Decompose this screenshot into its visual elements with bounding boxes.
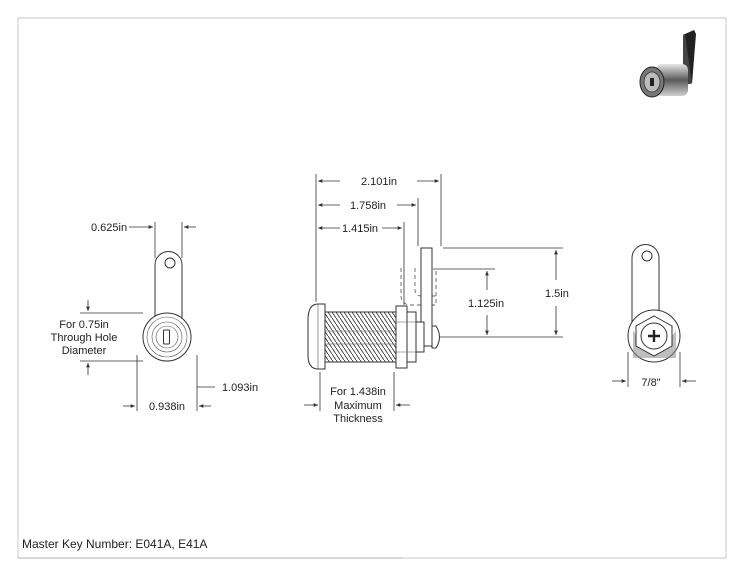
dim-thickness-note-line3: Thickness (333, 413, 383, 425)
front-view-dims (80, 222, 215, 411)
master-key-number: Master Key Number: E041A, E41A (22, 537, 208, 551)
iso-thumbnail (639, 30, 696, 98)
dim-nut-size: 7/8" (641, 377, 660, 389)
rear-view-dims (612, 352, 696, 387)
side-view (307, 247, 440, 370)
dim-cam-offset: 1.125in (468, 298, 504, 310)
dim-length-to-cam: 1.758in (350, 200, 386, 212)
dim-overall-length: 2.101in (361, 176, 397, 188)
dim-hole-note-line3: Diameter (62, 345, 107, 357)
dim-hole-note-line1: For 0.75in (59, 319, 109, 331)
dim-thread-length: 1.415in (342, 223, 378, 235)
dim-body-width: 0.938in (149, 401, 185, 413)
side-view-dims (304, 174, 563, 411)
front-view (142, 251, 192, 362)
dim-cam-height: 1.5in (545, 288, 569, 300)
dim-face-diameter: 1.093in (222, 382, 258, 394)
dim-cam-width: 0.625in (91, 222, 127, 234)
dim-hole-note-line2: Through Hole (51, 332, 118, 344)
dim-thickness-note-line1: For 1.438in (330, 386, 386, 398)
sheet-border (17, 17, 727, 559)
rear-view (627, 244, 681, 363)
dim-thickness-note-line2: Maximum (334, 400, 382, 412)
